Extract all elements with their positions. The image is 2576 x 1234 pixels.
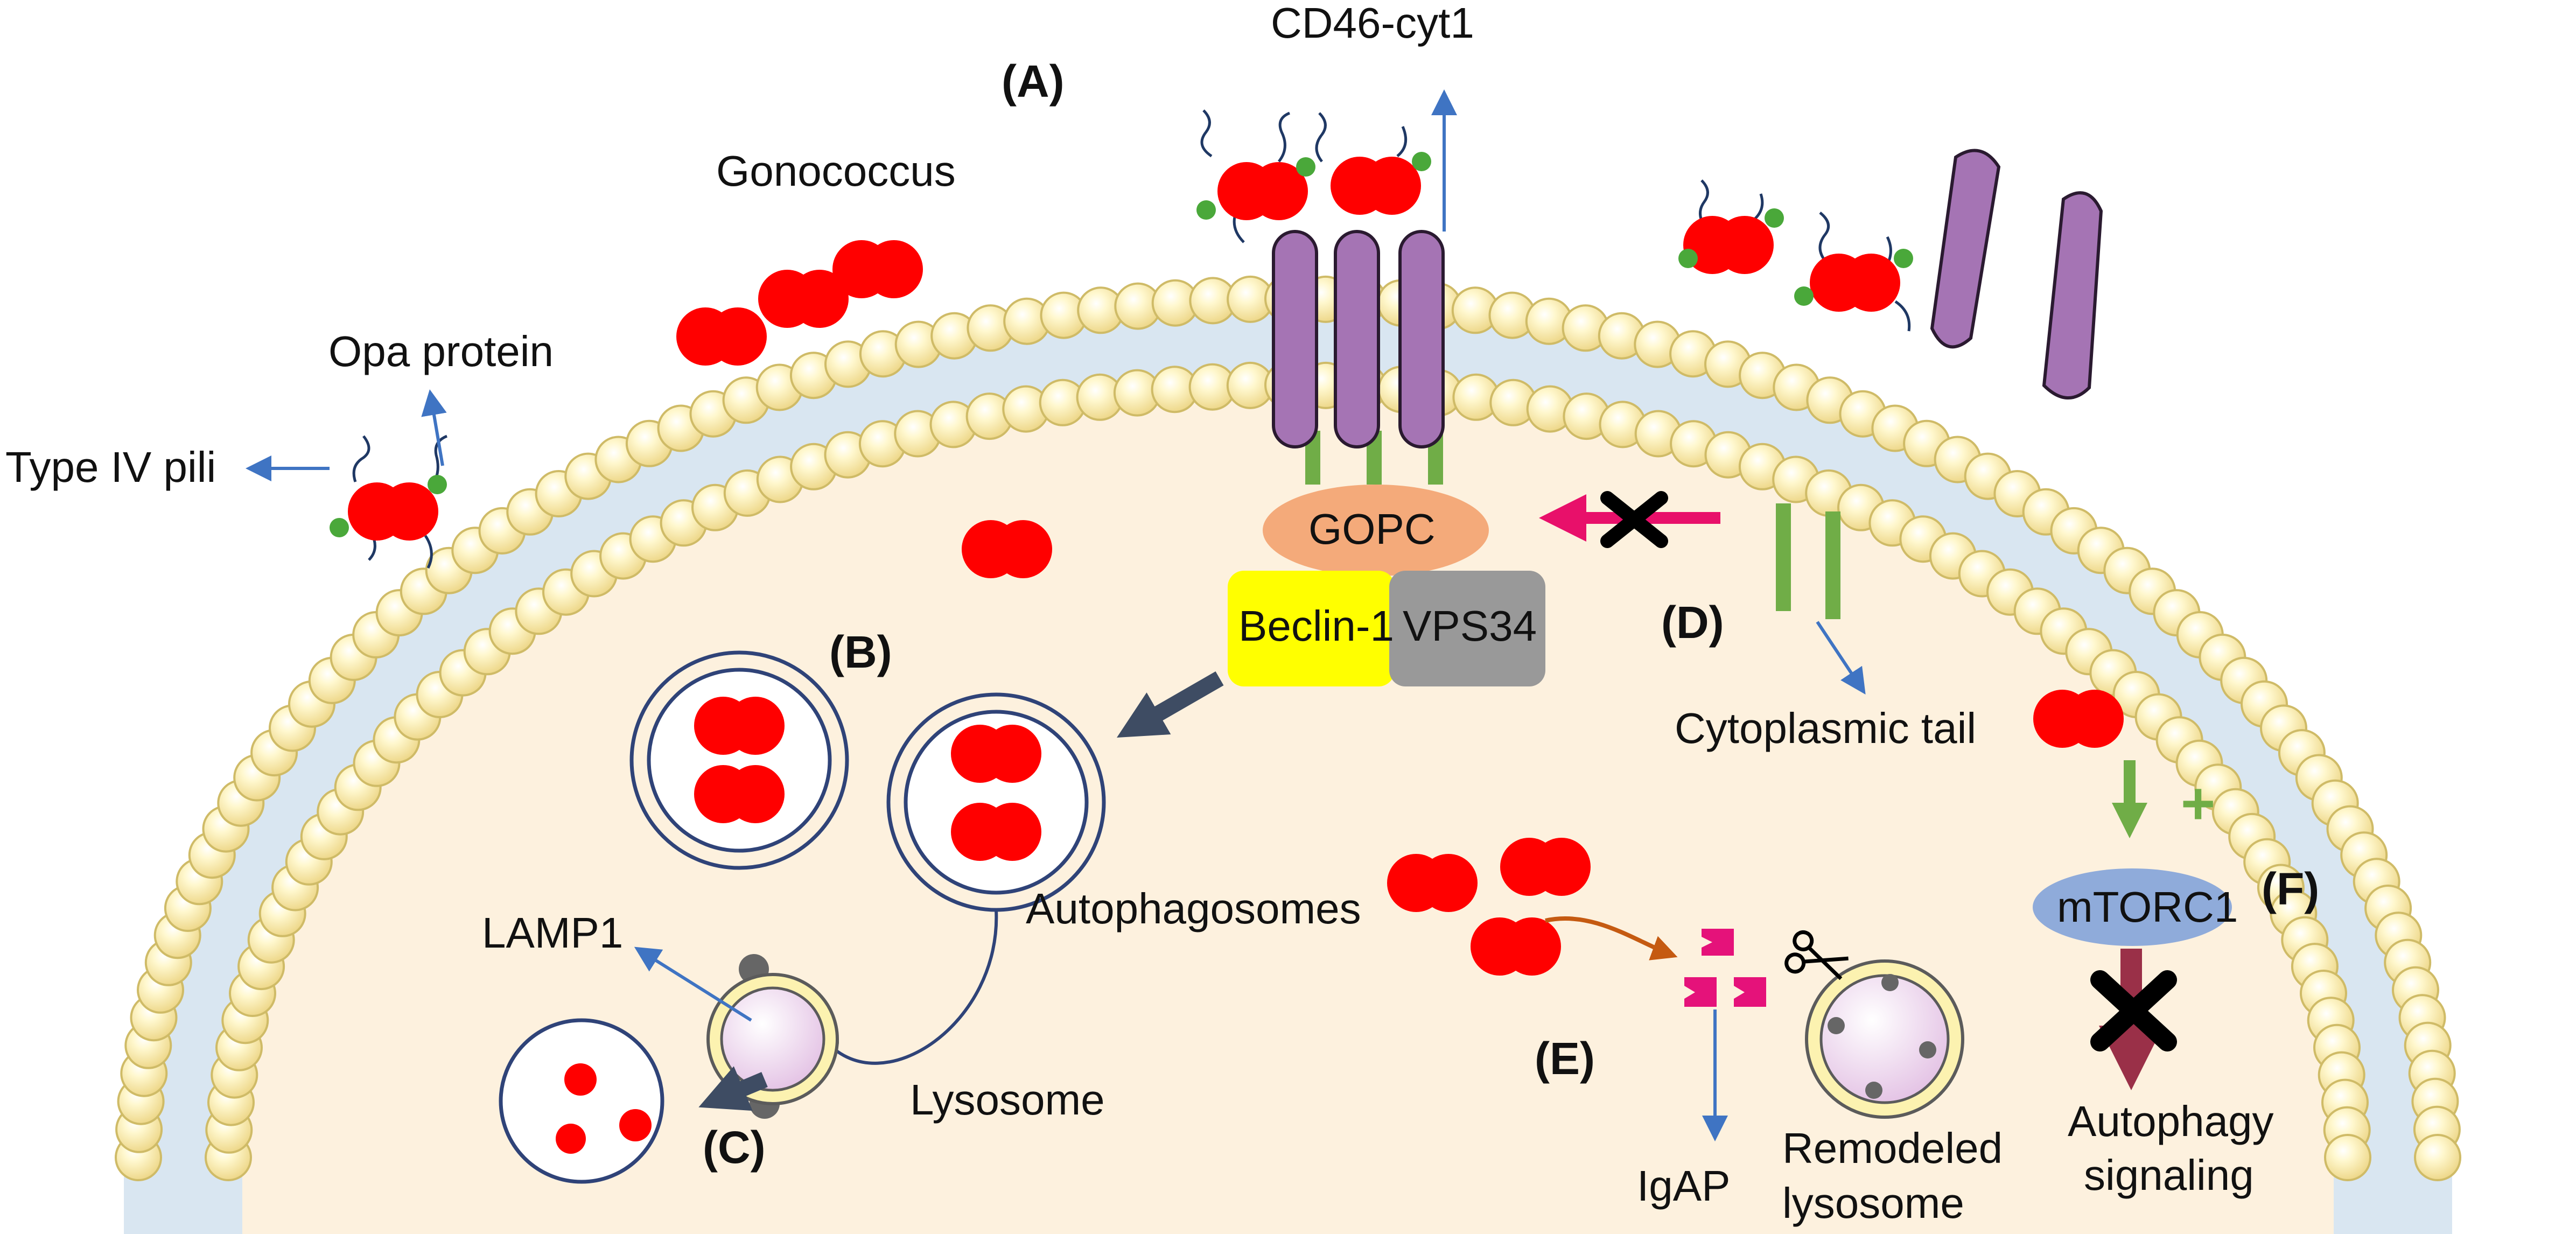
fusion-connector xyxy=(825,909,998,1065)
remodeled-label: Remodeled xyxy=(1782,1124,2003,1172)
degradation-vesicle xyxy=(499,1018,664,1184)
beclin-label: Beclin-1 xyxy=(1238,602,1394,650)
cytoplasmic-tail-bars xyxy=(1776,503,1840,619)
gopc-complex xyxy=(1228,485,1545,686)
autophagosome-main xyxy=(886,692,1106,912)
igap-label: IgAP xyxy=(1637,1162,1730,1210)
mtorc1-label: mTORC1 xyxy=(2057,883,2238,931)
scissors-icon xyxy=(1784,930,1849,980)
lamp1-label: LAMP1 xyxy=(482,909,623,957)
piliated-gonococcus-left xyxy=(330,434,448,569)
lysosome xyxy=(706,954,839,1119)
gonococcus-label: Gonococcus xyxy=(716,147,956,195)
phospholipid-head xyxy=(2324,1134,2371,1181)
unbound-receptors xyxy=(1930,149,2103,400)
remodeled-lysosome xyxy=(1805,959,1964,1119)
block-x-icon xyxy=(2090,970,2177,1051)
plus-label: + xyxy=(2181,770,2215,837)
phospholipid-head xyxy=(2414,1134,2461,1181)
autophagy-label: Autophagy xyxy=(2068,1097,2274,1145)
block-x-icon xyxy=(1600,491,1668,548)
label-a: (A) xyxy=(1002,56,1065,107)
type-iv-pili-label: Type IV pili xyxy=(5,443,216,491)
lysosome-label: Lysosome xyxy=(910,1076,1105,1124)
piliated-gonococci-top xyxy=(1196,109,1431,243)
cd46-label: CD46-cyt1 xyxy=(1271,0,1474,47)
vps34-label: VPS34 xyxy=(1403,602,1537,650)
vps34-node xyxy=(1389,571,1545,686)
label-c: (C) xyxy=(703,1122,766,1173)
label-e: (E) xyxy=(1535,1033,1595,1084)
autophagosome-b xyxy=(629,650,849,870)
beclin-node xyxy=(1228,571,1395,686)
label-d: (D) xyxy=(1661,597,1724,648)
signaling-label: signaling xyxy=(2084,1151,2254,1199)
cytoplasmic-tail-label: Cytoplasmic tail xyxy=(1675,704,1976,752)
piliated-gonococci-right xyxy=(1678,179,1913,332)
cd46-receptors xyxy=(1272,230,1445,485)
opa-protein-label: Opa protein xyxy=(328,327,554,375)
gopc-node xyxy=(1263,485,1489,576)
label-f: (F) xyxy=(2262,864,2319,914)
label-b: (B) xyxy=(829,627,892,677)
remodeled-lysosome-label: lysosome xyxy=(1782,1179,1964,1227)
mtorc1-node xyxy=(2033,868,2232,946)
gopc-label: GOPC xyxy=(1308,505,1436,553)
autophagosomes-label: Autophagosomes xyxy=(1026,885,1361,932)
igap-proteases xyxy=(1684,929,1766,1007)
